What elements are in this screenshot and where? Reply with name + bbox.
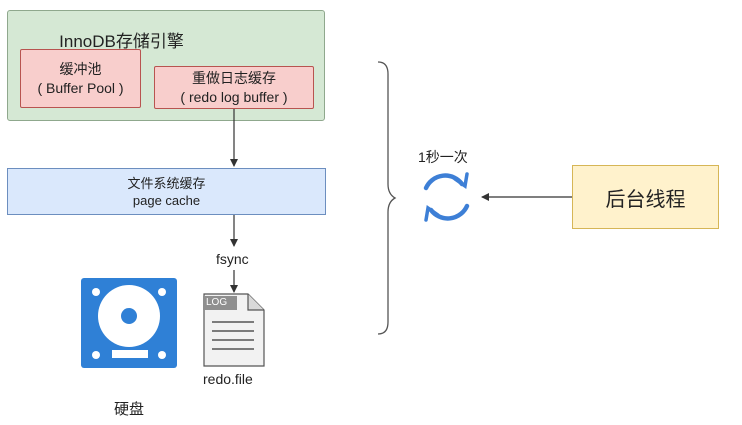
interval-label: 1秒一次 [418, 149, 468, 165]
buffer-pool-box: 缓冲池 ( Buffer Pool ) [20, 49, 141, 108]
disk-label: 硬盘 [114, 401, 145, 418]
background-thread-label: 后台线程 [605, 188, 686, 211]
page-cache-sublabel: page cache [132, 192, 201, 208]
buffer-pool-sublabel: ( Buffer Pool ) [37, 79, 124, 96]
hard-disk-icon [81, 278, 177, 368]
page-cache-box: 文件系统缓存 page cache [7, 168, 326, 215]
buffer-pool-label: 缓冲池 [59, 60, 102, 77]
background-thread-box: 后台线程 [572, 165, 719, 229]
redo-log-buffer-label: 重做日志缓存 [192, 69, 276, 86]
fsync-label: fsync [216, 251, 249, 267]
log-file-name: redo.file [203, 371, 253, 387]
redo-log-buffer-box: 重做日志缓存 ( redo log buffer ) [154, 66, 314, 109]
engine-title: InnoDB存储引擎 [59, 32, 184, 51]
redo-log-buffer-sublabel: ( redo log buffer ) [180, 88, 288, 105]
page-cache-label: 文件系统缓存 [127, 175, 206, 191]
log-file-icon [203, 293, 265, 367]
log-tag-label: LOG [206, 297, 228, 308]
right-brace [377, 61, 397, 335]
refresh-cycle-icon [423, 172, 470, 222]
